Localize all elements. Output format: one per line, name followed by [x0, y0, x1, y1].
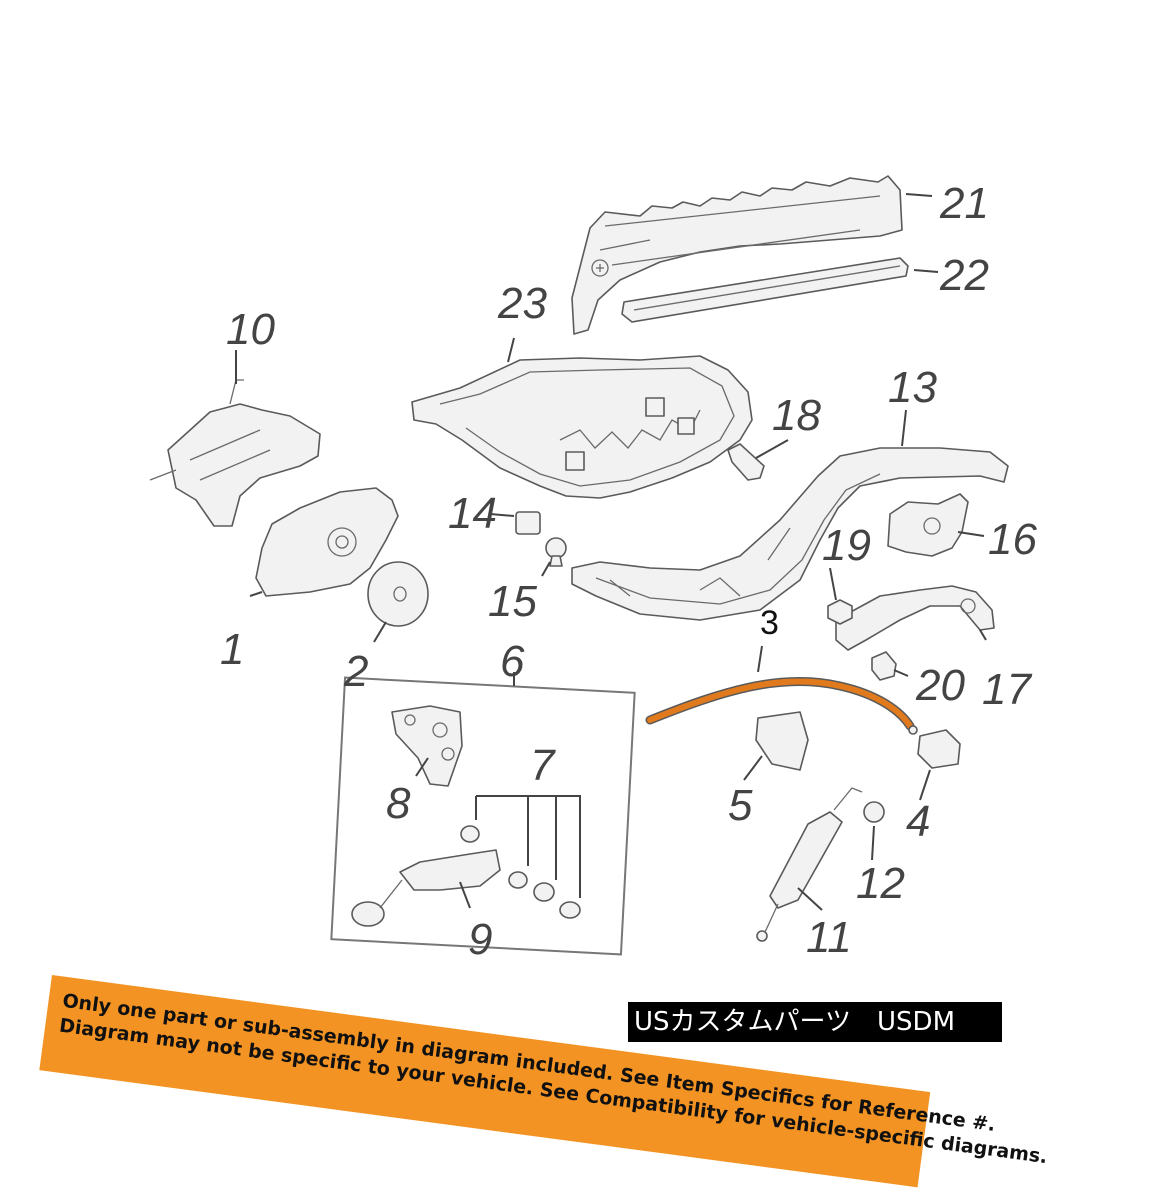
callout-6: 6 — [500, 637, 525, 686]
callout-20: 20 — [915, 661, 965, 710]
part-1-motor — [255, 487, 399, 597]
callout-3: 3 — [760, 604, 779, 642]
store-watermark: USカスタムパーツ USDM — [628, 1002, 1002, 1042]
callout-9: 9 — [468, 915, 492, 964]
callout-16: 16 — [988, 515, 1037, 564]
callout-15: 15 — [488, 577, 537, 626]
part-22-strip — [621, 257, 909, 323]
callout-19: 19 — [822, 521, 871, 570]
part-3-cable — [645, 676, 918, 735]
part-18-pin — [727, 443, 765, 481]
part-11-strut — [756, 787, 863, 942]
part-6-kit-box — [330, 676, 636, 956]
callout-23: 23 — [497, 279, 547, 328]
part-10-latch — [149, 379, 321, 527]
callout-12: 12 — [856, 859, 905, 908]
callout-18: 18 — [772, 391, 821, 440]
part-16-bracket — [887, 493, 969, 557]
callout-8: 8 — [386, 779, 411, 828]
part-7-fasteners — [460, 795, 581, 919]
part-2-washer — [367, 561, 429, 627]
callout-17: 17 — [982, 665, 1032, 714]
callout-1: 1 — [220, 625, 244, 674]
callout-11: 11 — [806, 913, 852, 962]
part-5-handle — [755, 711, 809, 771]
part-19-clip — [827, 599, 853, 625]
callout-14: 14 — [448, 489, 497, 538]
callout-21: 21 — [939, 179, 989, 228]
part-17-arm — [835, 585, 995, 651]
part-8-plate — [391, 705, 463, 787]
callout-2: 2 — [343, 647, 368, 696]
part-14-clip — [515, 511, 541, 535]
callout-4: 4 — [906, 797, 930, 846]
callout-10: 10 — [226, 305, 275, 354]
part-12-nut — [863, 801, 885, 823]
callout-7: 7 — [530, 741, 556, 790]
callout-13: 13 — [888, 363, 937, 412]
part-13-bow — [571, 447, 1009, 621]
leader-lines — [235, 193, 987, 911]
callout-22: 22 — [939, 251, 989, 300]
parts-diagram: 21 22 23 10 13 18 14 16 19 15 1 2 6 3 20… — [149, 175, 1037, 964]
part-23-panel — [411, 355, 753, 499]
callout-5: 5 — [728, 781, 753, 830]
part-15-bumper — [545, 537, 567, 567]
part-4-button — [917, 729, 961, 769]
part-21-rail — [571, 175, 903, 335]
part-9-striker — [351, 849, 501, 927]
part-20-clip — [871, 651, 897, 681]
